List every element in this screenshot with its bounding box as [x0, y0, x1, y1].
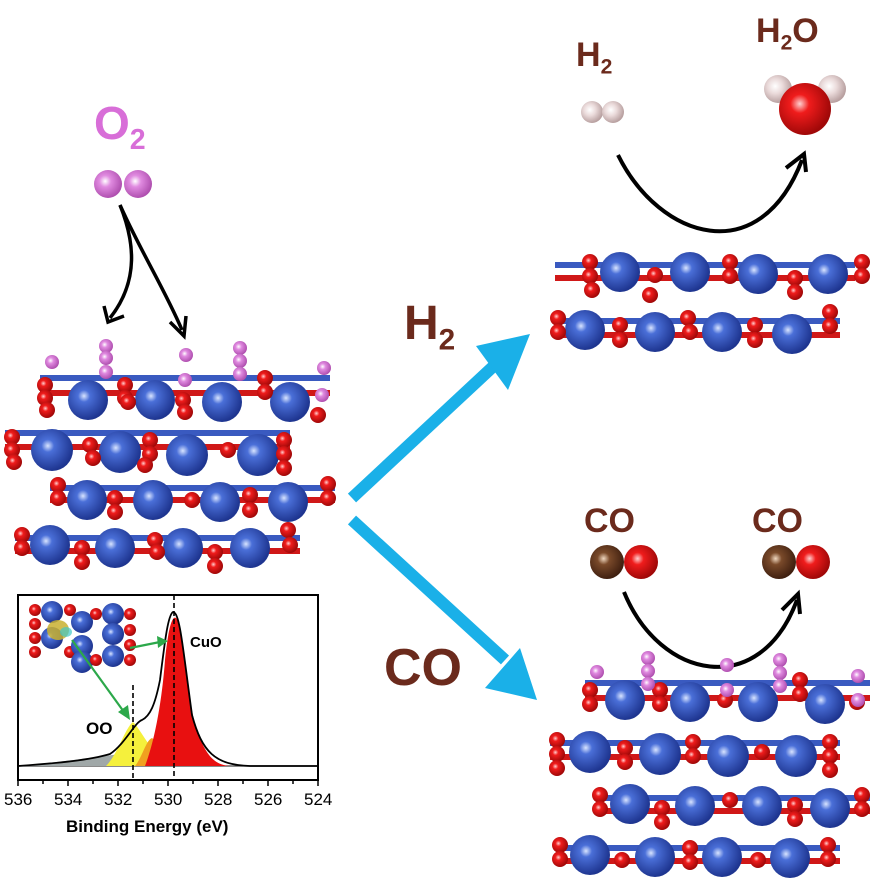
- h2-branch-label: H2: [404, 300, 455, 355]
- h2o-product-label: H2O: [756, 14, 819, 53]
- xps-annotation-oo: OO: [86, 719, 113, 738]
- h2-branch-arrow-icon: [347, 334, 530, 503]
- co-reaction-arrow-icon: [622, 589, 802, 669]
- o2-adsorption-arrows-icon: [102, 204, 188, 340]
- h2-reactant-label-main: H: [576, 36, 601, 74]
- x-tick-530: 530: [154, 790, 183, 809]
- h2-molecule-icon: [581, 101, 624, 123]
- xps-x-axis-label: Binding Energy (eV): [66, 817, 229, 836]
- co-reactant-label: CO: [584, 502, 635, 540]
- co-branch-arrow-icon: [347, 515, 537, 700]
- h2-reaction-arrow-icon: [616, 150, 808, 234]
- co-reactant-molecule-icon: [590, 545, 658, 579]
- co-product-label: CO: [752, 502, 803, 540]
- x-tick-526: 526: [254, 790, 283, 809]
- xps-annotation-cuo: CuO: [190, 634, 222, 651]
- xps-x-ticks: 536 534 532 530 528 526 524: [0, 790, 340, 812]
- h2-branch-label-sub: 2: [438, 323, 456, 357]
- x-tick-528: 528: [204, 790, 233, 809]
- co-product-molecule-icon: [762, 545, 830, 579]
- reduced-slab-h2-icon: [550, 252, 870, 354]
- x-tick-532: 532: [104, 790, 133, 809]
- h2o-label-o: O: [792, 12, 819, 50]
- x-tick-534: 534: [54, 790, 83, 809]
- o2-label: O2: [94, 100, 146, 154]
- xps-green-arrows-icon: [71, 636, 168, 720]
- o2-label-main: O: [94, 97, 130, 149]
- h2-branch-label-main: H: [404, 297, 439, 350]
- o2-molecule-icon: [94, 170, 152, 198]
- cuo-slab-co-icon: [549, 651, 870, 878]
- cuo-slab-left-icon: [4, 339, 336, 574]
- xps-chart: [17, 594, 319, 786]
- x-tick-536: 536: [4, 790, 33, 809]
- h2o-molecule-icon: [764, 75, 846, 135]
- xps-inset-structure-icon: [29, 601, 136, 673]
- co-branch-label: CO: [384, 639, 462, 697]
- h2o-label-h: H: [756, 12, 781, 50]
- h2-reactant-label: H2: [576, 38, 612, 77]
- x-tick-524: 524: [304, 790, 333, 809]
- xps-peak-cuo: [145, 617, 230, 766]
- o2-label-sub: 2: [129, 123, 146, 156]
- h2-reactant-label-sub: 2: [600, 55, 613, 79]
- h2o-label-sub: 2: [780, 31, 793, 55]
- xps-envelope-line: [17, 611, 318, 767]
